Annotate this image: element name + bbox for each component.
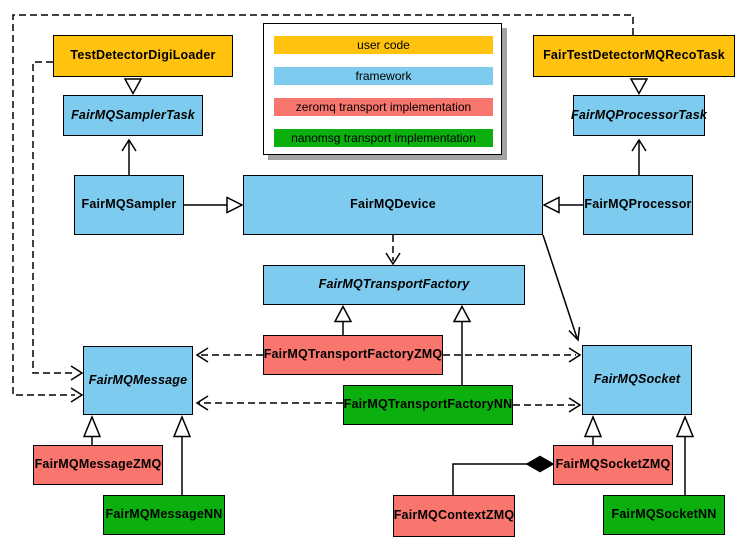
inheritance-recotask-processortask bbox=[629, 78, 649, 96]
node-fairmq-context-zmq: FairMQContextZMQ bbox=[393, 495, 515, 537]
node-fairmq-socket-nn: FairMQSocketNN bbox=[603, 495, 725, 535]
inheritance-processor-to-device bbox=[542, 196, 583, 214]
inheritance-messagezmq-to-message bbox=[82, 415, 102, 445]
legend-item-user-code: user code bbox=[274, 36, 493, 54]
node-fairmq-message: FairMQMessage bbox=[83, 346, 193, 415]
inheritance-socketnn-to-socket bbox=[675, 415, 695, 495]
node-fairmq-processor: FairMQProcessor bbox=[583, 175, 693, 235]
inheritance-messagenn-to-message bbox=[172, 415, 192, 495]
node-fairmq-message-nn: FairMQMessageNN bbox=[103, 495, 225, 535]
node-fairmq-sampler: FairMQSampler bbox=[74, 175, 184, 235]
legend-item-nanomsg: nanomsg transport implementation bbox=[274, 129, 493, 147]
dependency-factorynn-to-message bbox=[195, 395, 343, 411]
node-fairmq-sampler-task: FairMQSamplerTask bbox=[63, 95, 203, 136]
inheritance-sampler-to-device bbox=[184, 196, 244, 214]
legend-item-framework: framework bbox=[274, 67, 493, 85]
arrow-sampler-to-samplertask bbox=[121, 138, 137, 175]
node-fairmq-transport-factory: FairMQTransportFactory bbox=[263, 265, 525, 305]
node-fairmq-processor-task: FairMQProcessorTask bbox=[571, 95, 707, 136]
inheritance-factoryzmq-to-factory bbox=[333, 304, 353, 335]
dependency-device-to-transportfactory bbox=[385, 235, 401, 266]
dependency-factoryzmq-to-socket bbox=[443, 347, 582, 363]
inheritance-socketzmq-to-socket bbox=[583, 415, 603, 445]
legend-panel: user code framework zeromq transport imp… bbox=[263, 23, 502, 155]
inheritance-digiloader-samplertask bbox=[123, 78, 143, 96]
node-fairmq-socket-zmq: FairMQSocketZMQ bbox=[553, 445, 673, 485]
node-fairmq-transport-factory-zmq: FairMQTransportFactoryZMQ bbox=[263, 335, 443, 375]
node-test-detector-digi-loader: TestDetectorDigiLoader bbox=[53, 35, 233, 77]
arrow-processor-to-processortask bbox=[631, 138, 647, 175]
composition-contextzmq-to-socketzmq bbox=[452, 455, 555, 495]
node-fairmq-transport-factory-nn: FairMQTransportFactoryNN bbox=[343, 385, 513, 425]
dependency-factorynn-to-socket bbox=[513, 397, 582, 413]
dependency-factoryzmq-to-message bbox=[195, 347, 263, 363]
node-fair-test-detector-mq-reco-task: FairTestDetectorMQRecoTask bbox=[533, 35, 735, 77]
legend-item-zeromq: zeromq transport implementation bbox=[274, 98, 493, 116]
inheritance-factorynn-to-factory bbox=[452, 304, 472, 385]
node-fairmq-device: FairMQDevice bbox=[243, 175, 543, 235]
node-fairmq-message-zmq: FairMQMessageZMQ bbox=[33, 445, 163, 485]
arrow-device-to-socket bbox=[542, 234, 581, 342]
node-fairmq-socket: FairMQSocket bbox=[582, 345, 692, 415]
